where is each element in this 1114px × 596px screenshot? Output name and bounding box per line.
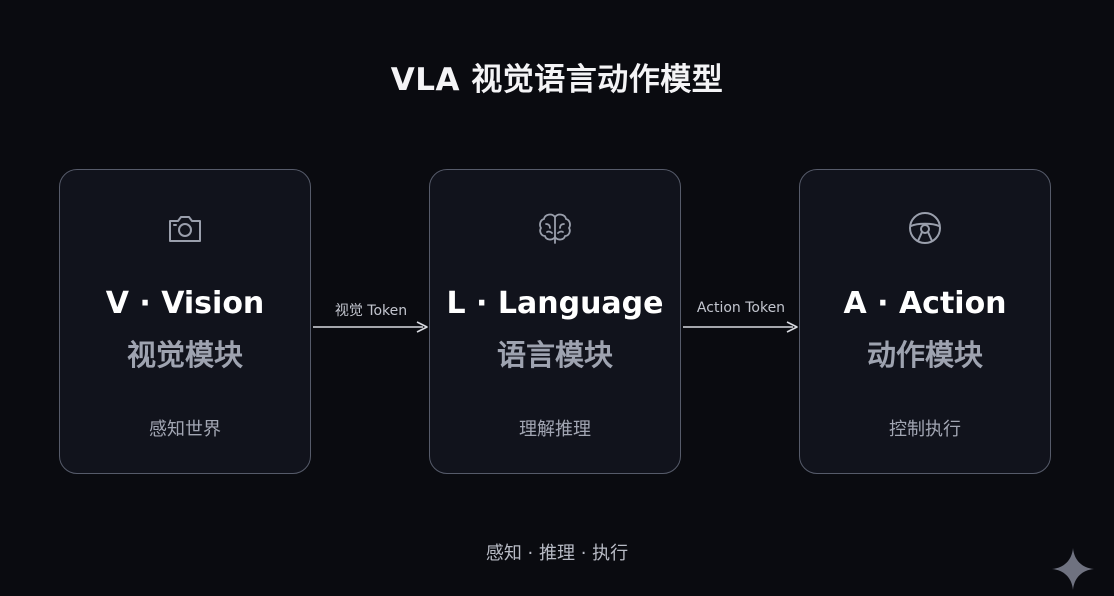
page-title: VLA 视觉语言动作模型 bbox=[390, 62, 724, 98]
vision-subheading: 视觉模块 bbox=[126, 338, 243, 372]
brain-icon bbox=[535, 208, 575, 248]
vision-heading: V · Vision bbox=[105, 286, 265, 321]
action-description: 控制执行 bbox=[889, 419, 961, 440]
language-heading: L · Language bbox=[446, 286, 664, 321]
tagline: 感知 · 推理 · 执行 bbox=[485, 543, 629, 564]
camera-icon bbox=[165, 208, 205, 248]
action-heading: A · Action bbox=[843, 286, 1007, 321]
language-subheading: 语言模块 bbox=[496, 338, 613, 372]
action-subheading: 动作模块 bbox=[866, 338, 983, 372]
arrow-right-icon bbox=[683, 321, 798, 333]
vision-module-card: V · Vision 视觉模块 感知世界 bbox=[59, 169, 311, 474]
arrow-right-icon bbox=[313, 321, 428, 333]
language-description: 理解推理 bbox=[519, 419, 591, 440]
action-module-card: A · Action 动作模块 控制执行 bbox=[799, 169, 1051, 474]
connector-label: Action Token bbox=[696, 300, 786, 316]
vision-description: 感知世界 bbox=[149, 419, 221, 440]
sparkle-icon bbox=[1050, 546, 1096, 592]
connector-label: 视觉 Token bbox=[334, 303, 408, 319]
language-to-action-connector: Action Token bbox=[683, 300, 799, 348]
language-module-card: L · Language 语言模块 理解推理 bbox=[429, 169, 681, 474]
steering-wheel-icon bbox=[905, 208, 945, 248]
vision-to-language-connector: 视觉 Token bbox=[313, 300, 429, 348]
